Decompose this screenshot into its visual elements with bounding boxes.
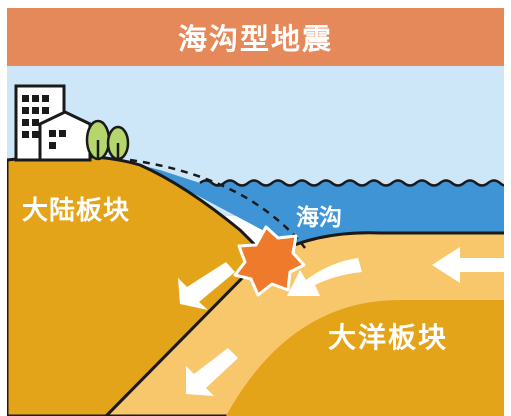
arrow-icon (186, 348, 238, 396)
oceanic-plate-underside (226, 300, 504, 416)
header-banner: 海沟型地震 (7, 8, 504, 66)
epicenter-burst-icon (233, 225, 306, 297)
arrow-icon (432, 247, 504, 283)
tree-icon (106, 125, 130, 161)
sea-surface (199, 179, 504, 187)
sea (140, 165, 504, 250)
house-icon (38, 110, 92, 162)
continental-plate-label: 大陆板块 (22, 196, 131, 226)
arrow-icon (178, 262, 235, 310)
tree-icon (85, 119, 111, 161)
arrow-icon (287, 258, 362, 296)
pre-quake-seafloor-line (129, 158, 306, 249)
trench-label: 海沟 (296, 205, 342, 231)
page-title: 海沟型地震 (177, 22, 333, 56)
oceanic-plate-label: 大洋板块 (328, 321, 449, 354)
